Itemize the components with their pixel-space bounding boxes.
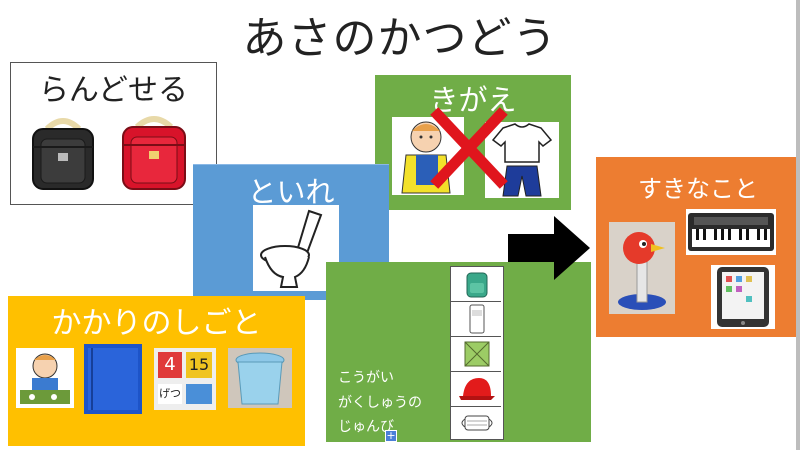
koogai-line-1: こうがい <box>338 370 394 386</box>
card-kigae: きがえ <box>375 75 571 210</box>
green-backpack-icon <box>466 272 488 298</box>
card-randoseru: らんどせる <box>10 62 217 205</box>
calendar-number-1: 4 <box>158 352 182 378</box>
slide-title: あさのかつどう <box>242 13 558 64</box>
koogai-line-2: がくしゅうの <box>338 395 422 411</box>
card-kakari-label: かかりのしごと <box>51 306 262 341</box>
card-kakari: かかりのしごと 4 15 げつ <box>8 296 305 446</box>
black-school-bag-icon <box>32 118 94 190</box>
card-toire-label: といれ <box>247 175 335 209</box>
koogai-line-3: じゅんび <box>338 419 394 435</box>
calendar-day: げつ <box>158 384 182 404</box>
water-bottle-icon <box>469 304 485 334</box>
scrollbar-edge <box>796 0 800 450</box>
red-school-bag-icon <box>122 116 186 190</box>
blue-trash-bin-icon <box>228 348 292 408</box>
blue-folder-icon <box>84 344 142 414</box>
calendar-number-2: 15 <box>186 352 212 378</box>
card-suki: すきなこと <box>596 157 800 337</box>
koogai-items-column <box>450 266 504 440</box>
card-koogai: こうがい がくしゅうの じゅんび + <box>326 262 591 442</box>
right-arrow-icon <box>508 216 590 280</box>
card-randoseru-label: らんどせる <box>38 73 189 108</box>
toilet-icon <box>253 205 339 291</box>
lunch-cloth-icon <box>464 341 490 367</box>
tablet-icon <box>711 265 775 329</box>
add-icon[interactable]: + <box>385 429 397 442</box>
card-suki-label: すきなこと <box>638 175 758 203</box>
face-mask-icon <box>461 415 493 431</box>
bird-toy-icon <box>609 222 675 314</box>
cross-mark-icon <box>430 107 508 189</box>
red-cap-icon <box>459 378 495 400</box>
calendar-card-blank <box>186 384 212 404</box>
calendar-cards-icon: 4 15 げつ <box>154 348 216 410</box>
child-eating-lunch-icon <box>16 348 74 408</box>
keyboard-icon <box>686 209 776 255</box>
